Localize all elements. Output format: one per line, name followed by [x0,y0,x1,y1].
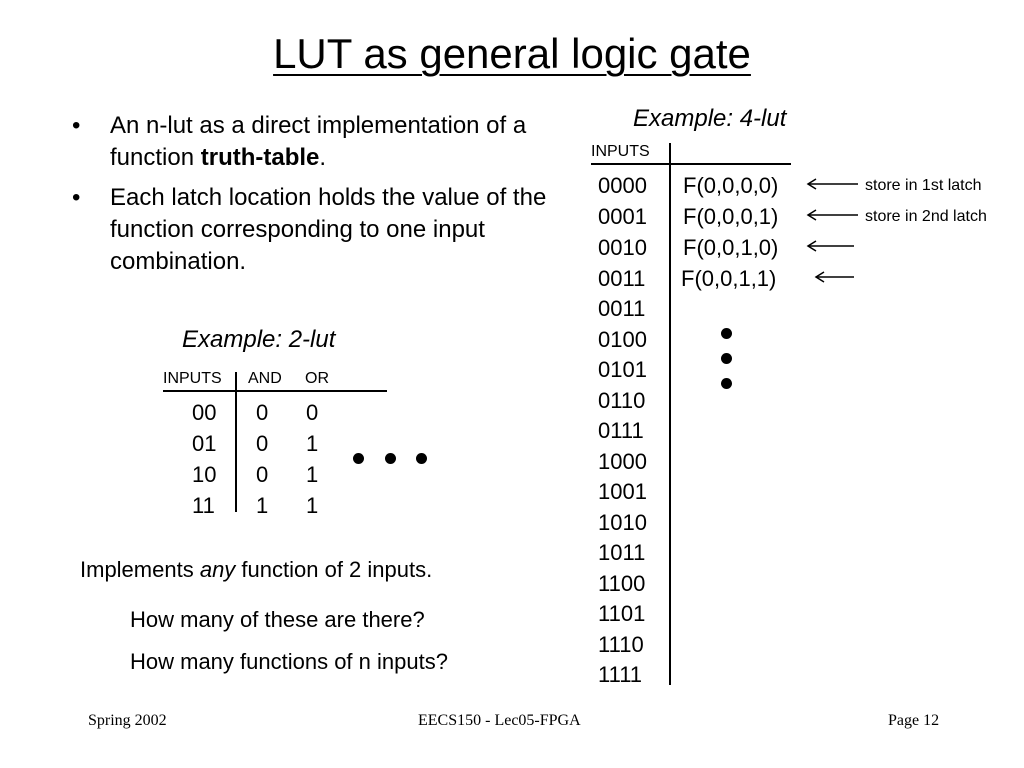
lut4-value-cell: F(0,0,1,1) [681,266,777,291]
lut2-or-cell: 0 [306,400,319,425]
lut4-input-cell: 1111 [598,662,643,687]
bullet-icon: • [72,184,81,211]
ellipsis-dot-icon [385,453,396,464]
lut2-header-rule [163,390,387,392]
question-2: How many functions of n inputs? [130,649,448,674]
ellipsis-dot-icon [416,453,427,464]
ellipsis-dot-icon [721,353,732,364]
implements-emphasis: any [199,557,236,582]
lut4-input-cell: 0110 [598,388,646,413]
lut4-input-cell: 1000 [598,449,647,474]
implements-pre: Implements [80,557,200,582]
bullet-text: Each latch location holds the value of t… [110,184,547,275]
lut4-input-cell: 0111 [598,418,644,443]
lut4-input-cell: 0100 [598,327,647,352]
lut2-header-inputs: INPUTS [163,370,222,387]
footer-page-number: Page 12 [888,712,940,729]
lut2-or-cell: 1 [306,493,319,518]
ellipsis-dot-icon [721,378,732,389]
lut4-input-cell: 1101 [598,601,646,626]
lut4-input-cell: 1011 [598,540,646,565]
lut4-input-cell: 0011 [598,296,646,321]
lut4-value-cell: F(0,0,0,1) [683,204,779,229]
lut2-column-divider [235,372,237,512]
lut2-and-cell: 0 [256,431,269,456]
implements-post: function of 2 inputs. [235,557,433,582]
lut2-input-cell: 00 [192,400,217,425]
note-second-latch: store in 2nd latch [865,208,987,225]
slide-title: LUT as general logic gate [273,30,751,77]
bullet-item: • An n-lut as a direct implementation of… [70,110,560,174]
footer-center: EECS150 - Lec05-FPGA [418,712,581,729]
lut4-input-cell: 0001 [598,204,647,229]
footer-left: Spring 2002 [88,712,167,729]
lut2-input-cell: 10 [192,462,217,487]
ellipsis-dot-icon [721,328,732,339]
bullet-item: • Each latch location holds the value of… [70,182,560,278]
lut4-input-cell: 0010 [598,235,647,260]
lut4-column-divider [669,143,671,685]
lut2-and-cell: 0 [256,400,269,425]
arrows-icon [806,178,858,283]
bullet-icon: • [72,112,81,139]
bullet-after: . [319,144,327,171]
lut2-and-cell: 1 [256,493,269,518]
lut4-input-cell: 1010 [598,510,647,535]
lut2-caption: Example: 2-lut [182,326,336,353]
question-1: How many of these are there? [130,607,425,632]
implements-text: Implements any function of 2 inputs. [80,557,432,583]
lut4-header-inputs: INPUTS [591,143,650,160]
lut2-and-cell: 0 [256,462,269,487]
lut4-input-cell: 1001 [598,479,647,504]
lut2-input-cell: 11 [192,493,215,518]
lut4-input-cell: 1110 [598,632,644,657]
note-first-latch: store in 1st latch [865,177,982,194]
bullet-list: • An n-lut as a direct implementation of… [70,110,560,286]
lut2-or-cell: 1 [306,431,319,456]
lut2-header-or: OR [305,370,329,387]
lut2-input-cell: 01 [192,431,217,456]
lut2-header-and: AND [248,370,282,387]
lut4-value-cell: F(0,0,0,0) [683,173,779,198]
lut4-input-cell: 0000 [598,173,647,198]
lut2-or-cell: 1 [306,462,319,487]
bullet-text: An n-lut as a direct implementation of a… [110,112,527,171]
lut4-caption: Example: 4-lut [633,105,787,132]
lut4-value-cell: F(0,0,1,0) [683,235,779,260]
lut4-input-cell: 1100 [598,571,646,596]
lut4-header-rule [591,163,791,165]
lut4-input-cell: 0011 [598,266,646,291]
lut4-input-cell: 0101 [598,357,647,382]
ellipsis-dot-icon [353,453,364,464]
bullet-bold: truth-table [200,144,320,171]
